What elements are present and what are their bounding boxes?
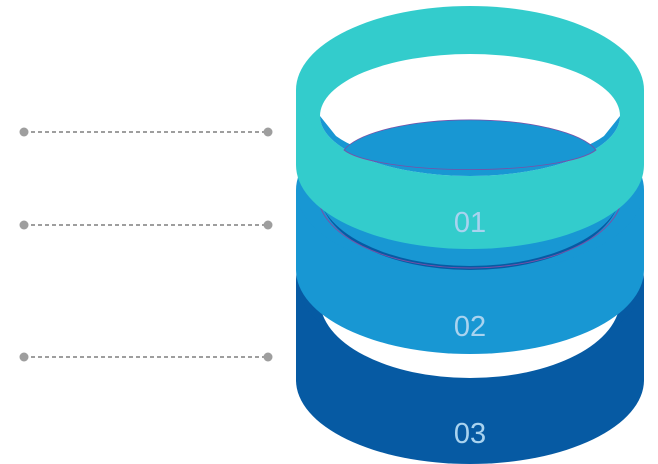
ring-label-03: 03 (454, 418, 486, 450)
ring-01 (296, 6, 644, 249)
ring-label-01: 01 (454, 207, 486, 239)
connector-1 (19, 127, 273, 137)
connector-2 (19, 220, 273, 230)
ring-label-02: 02 (454, 311, 486, 343)
connector-3 (19, 352, 273, 362)
